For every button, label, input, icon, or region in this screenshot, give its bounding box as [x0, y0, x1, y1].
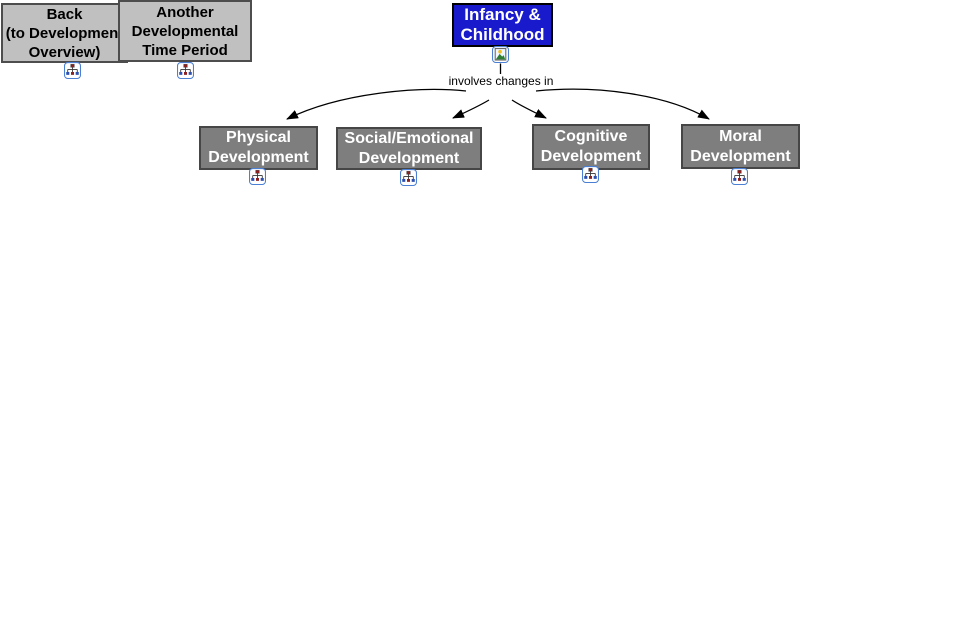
- node-back-to-development-overview[interactable]: Back (to Development Overview): [1, 3, 128, 63]
- linking-phrase-involves-changes-in[interactable]: involves changes in: [449, 75, 554, 88]
- node-label-line: Development: [208, 149, 309, 166]
- node-label-line: Back: [46, 5, 83, 23]
- image-resource-icon[interactable]: [492, 46, 509, 63]
- node-label-line: Physical: [226, 129, 291, 146]
- node-label-line: Infancy &: [464, 5, 541, 24]
- connector-to-physical: [286, 88, 467, 120]
- node-moral-development[interactable]: Moral Development: [681, 124, 800, 169]
- node-label-line: Overview): [28, 43, 101, 61]
- linking-phrase-line: changes in: [495, 74, 554, 88]
- node-label-line: Developmental: [131, 22, 239, 40]
- connector-to-moral: [535, 88, 710, 120]
- concept-map-link-icon[interactable]: [64, 62, 81, 79]
- node-label-line: Moral: [719, 127, 762, 145]
- node-label-line: Development: [540, 148, 642, 165]
- node-label-line: Cognitive: [554, 128, 628, 145]
- node-label-line: (to Development: [5, 24, 124, 42]
- linking-phrase-line: involves: [448, 74, 492, 88]
- concept-map-link-icon[interactable]: [400, 169, 417, 186]
- concept-map-link-icon[interactable]: [177, 62, 194, 79]
- node-physical-development[interactable]: Physical Development: [199, 126, 318, 170]
- node-infancy-childhood[interactable]: Infancy & Childhood: [452, 3, 553, 47]
- concept-map-link-icon[interactable]: [731, 168, 748, 185]
- node-label-line: Development: [690, 147, 791, 165]
- concept-map-link-icon[interactable]: [249, 168, 266, 185]
- connector-to-cognitive: [511, 99, 547, 119]
- node-label-line: Time Period: [142, 41, 228, 59]
- node-cognitive-development[interactable]: Cognitive Development: [532, 124, 650, 170]
- node-label-line: Another: [156, 3, 214, 21]
- node-another-developmental-time-period[interactable]: Another Developmental Time Period: [118, 0, 252, 62]
- concept-map-link-icon[interactable]: [582, 166, 599, 183]
- node-label-line: Childhood: [460, 25, 545, 44]
- node-label-line: Social/Emotional: [344, 129, 474, 147]
- node-label-line: Development: [358, 149, 460, 167]
- node-social-emotional-development[interactable]: Social/Emotional Development: [336, 127, 482, 170]
- connector-to-social-emotional: [452, 99, 490, 119]
